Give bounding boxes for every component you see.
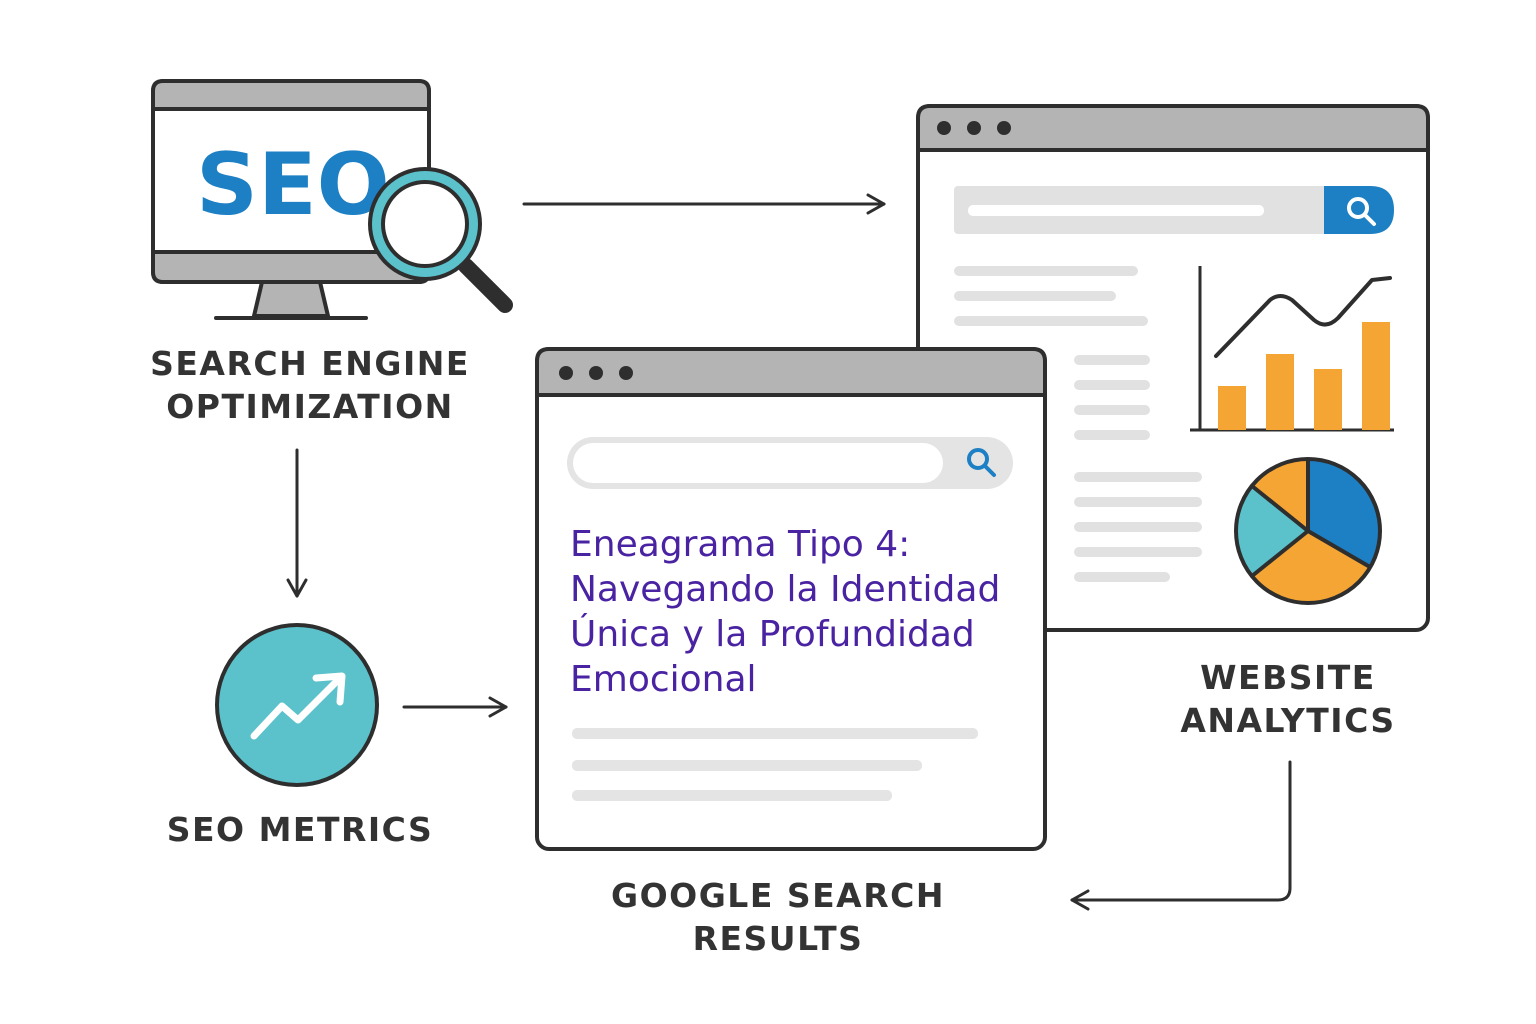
bar-line-chart-icon bbox=[1190, 266, 1394, 432]
monitor-icon: SEO bbox=[151, 79, 431, 320]
search-icon[interactable] bbox=[967, 448, 996, 477]
search-icon[interactable] bbox=[1347, 197, 1376, 226]
results-caption: GOOGLE SEARCH RESULTS bbox=[578, 874, 978, 960]
caption-line: SEARCH ENGINE bbox=[150, 344, 470, 383]
pie-chart-icon bbox=[1234, 457, 1382, 605]
results-window bbox=[535, 347, 1047, 851]
caption-line: WEBSITE bbox=[1200, 658, 1376, 697]
result-title-line: Eneagrama Tipo 4: bbox=[570, 524, 911, 565]
window-dots bbox=[937, 121, 1011, 135]
chart-bar bbox=[1266, 354, 1294, 430]
seo-caption: SEARCH ENGINE OPTIMIZATION bbox=[110, 342, 510, 428]
caption-line: OPTIMIZATION bbox=[166, 387, 454, 426]
caption-line: ANALYTICS bbox=[1180, 701, 1396, 740]
metrics-caption: SEO METRICS bbox=[150, 808, 450, 851]
arrow-analytics-to-results bbox=[1070, 760, 1292, 911]
seo-screen-text: SEO bbox=[196, 135, 390, 235]
chart-bar bbox=[1314, 369, 1342, 430]
chart-trend-line bbox=[1214, 276, 1392, 358]
result-title-line: Emocional bbox=[570, 659, 757, 700]
result-snippet-placeholders bbox=[572, 728, 978, 801]
results-search-bar[interactable] bbox=[567, 437, 1013, 489]
analytics-caption: WEBSITE ANALYTICS bbox=[1138, 656, 1438, 742]
result-title-line: Navegando la Identidad bbox=[570, 569, 1001, 610]
chart-bar bbox=[1362, 322, 1390, 430]
result-title-line: Única y la Profundidad bbox=[570, 614, 975, 655]
chart-bar bbox=[1218, 386, 1246, 430]
search-result-title[interactable]: Eneagrama Tipo 4: Navegando la Identidad… bbox=[570, 522, 1030, 702]
analytics-search-bar[interactable] bbox=[954, 186, 1394, 234]
caption-line: SEO METRICS bbox=[166, 810, 434, 849]
trending-up-icon bbox=[215, 623, 379, 787]
analytics-text-placeholders bbox=[954, 266, 1202, 582]
magnifier-icon bbox=[368, 167, 513, 313]
caption-line: GOOGLE SEARCH bbox=[611, 876, 945, 915]
window-dots bbox=[559, 366, 633, 380]
caption-line: RESULTS bbox=[692, 919, 864, 958]
